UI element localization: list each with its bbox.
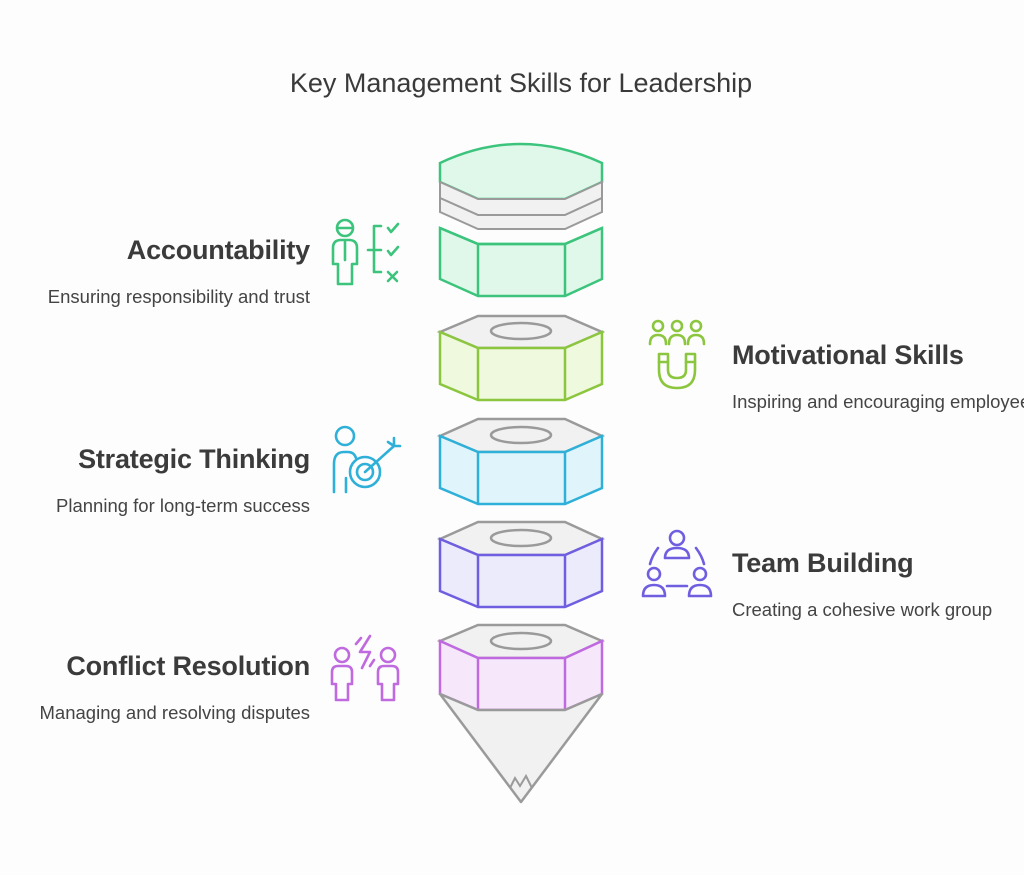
diagram-title: Key Management Skills for Leadership bbox=[289, 68, 753, 98]
people-conflict-icon bbox=[330, 634, 400, 702]
skill-accountability: Accountability Ensuring responsibility a… bbox=[0, 235, 310, 310]
cap-segment bbox=[438, 142, 604, 298]
team-cycle-icon bbox=[641, 529, 713, 598]
magnet-people-icon bbox=[648, 319, 706, 390]
hex-segment-conflict bbox=[436, 623, 606, 712]
skill-description: Planning for long-term success bbox=[56, 495, 310, 516]
hex-segment-team bbox=[436, 520, 606, 609]
skill-heading: Strategic Thinking bbox=[78, 444, 310, 474]
skill-team: Team Building Creating a cohesive work g… bbox=[732, 548, 1024, 623]
hex-segment-motivational bbox=[436, 314, 606, 402]
pencil-tip bbox=[438, 692, 604, 804]
skill-heading: Accountability bbox=[126, 235, 310, 265]
skill-strategic: Strategic Thinking Planning for long-ter… bbox=[0, 444, 310, 519]
hex-segment-strategic bbox=[436, 417, 606, 506]
skill-description: Inspiring and encouraging employees bbox=[732, 391, 1024, 412]
skill-description: Creating a cohesive work group bbox=[732, 599, 993, 620]
skill-heading: Motivational Skills bbox=[732, 340, 964, 370]
skill-heading: Conflict Resolution bbox=[66, 651, 310, 681]
person-target-icon bbox=[332, 425, 402, 494]
skill-description: Ensuring responsibility and trust bbox=[47, 286, 310, 307]
skill-description: Managing and resolving disputes bbox=[39, 702, 310, 723]
skill-motivational: Motivational Skills Inspiring and encour… bbox=[732, 340, 1024, 415]
skill-heading: Team Building bbox=[732, 548, 914, 578]
person-checklist-icon bbox=[331, 218, 400, 286]
skill-conflict: Conflict Resolution Managing and resolvi… bbox=[0, 651, 311, 726]
